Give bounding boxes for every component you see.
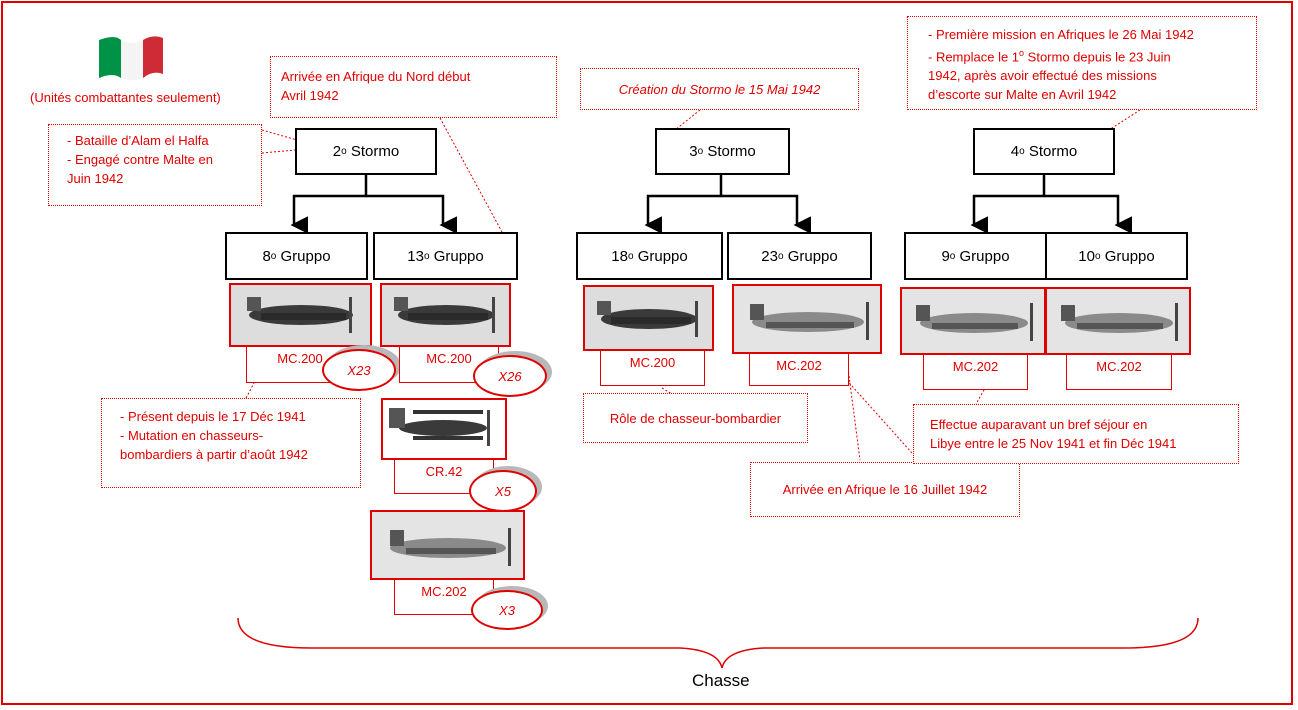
note-8-gruppo-line2: - Mutation en chasseurs- — [120, 428, 264, 443]
aircraft-photo-mc202 — [900, 287, 1046, 355]
note-2-stormo-line3: Juin 1942 — [67, 171, 124, 186]
aircraft-photo-mc200 — [229, 283, 372, 347]
aircraft-label-18: MC.200 — [600, 350, 705, 386]
note-2-stormo-line1: - Bataille d’Alam el Halfa — [67, 133, 209, 148]
arrow-4-10 — [1044, 194, 1132, 234]
aircraft-photo-mc202 — [1045, 287, 1191, 355]
aircraft-label-10: MC.202 — [1066, 354, 1172, 390]
gruppo-10-num: 10 — [1078, 247, 1095, 265]
stormo-2-suffix: Stormo — [350, 143, 400, 160]
count-oval-13a: X26 — [473, 355, 547, 397]
gruppo-9-suffix: Gruppo — [959, 247, 1010, 265]
callout-13gruppo — [439, 117, 503, 233]
arrow-2-8 — [290, 174, 368, 234]
note-23-gruppo: Arrivée en Afrique le 16 Juillet 1942 — [750, 462, 1020, 517]
stormo-2-num: 2 — [332, 143, 342, 160]
note-9-gruppo-line1: Effectue auparavant un bref séjour en — [930, 417, 1148, 432]
note-3-stormo: Création du Stormo le 15 Mai 1942 — [580, 68, 859, 110]
chasse-brace — [237, 617, 1199, 669]
note-4-stormo-line2-post: Stormo depuis le 23 Juin — [1024, 49, 1171, 65]
stormo-4-suffix: Stormo — [1028, 143, 1078, 160]
aircraft-label-9: MC.202 — [923, 354, 1028, 390]
note-13-gruppo-line2: Avril 1942 — [281, 88, 339, 103]
count-oval-8: X23 — [322, 349, 396, 391]
aircraft-photo-cr42 — [381, 398, 507, 460]
stormo-3-num: 3 — [689, 143, 698, 160]
note-4-stormo-line3: 1942, après avoir effectué des missions — [928, 68, 1157, 84]
gruppo-18-suffix: Gruppo — [637, 247, 688, 265]
arrow-2-13 — [366, 194, 457, 234]
note-9-gruppo-line2: Libye entre le 25 Nov 1941 et fin Déc 19… — [930, 436, 1177, 451]
italian-flag-icon — [99, 36, 163, 80]
gruppo-23-suffix: Gruppo — [787, 247, 838, 265]
note-9-gruppo: Effectue auparavant un bref séjour en Li… — [913, 404, 1239, 464]
aircraft-label-23: MC.202 — [749, 353, 849, 386]
note-8-gruppo-line3: bombardiers à partir d’août 1942 — [120, 447, 308, 462]
note-8-gruppo: - Présent depuis le 17 Déc 1941 - Mutati… — [101, 398, 361, 488]
gruppo-23-num: 23 — [761, 247, 778, 265]
chasse-label: Chasse — [692, 671, 750, 690]
aircraft-photo-mc202 — [370, 510, 525, 580]
note-13-gruppo-line1: Arrivée en Afrique du Nord début — [281, 69, 471, 84]
note-18-gruppo: Rôle de chasseur-bombardier — [583, 393, 808, 443]
note-4-stormo-line2-pre: - Remplace le 1 — [928, 49, 1020, 65]
note-4-stormo-line1: - Première mission en Afriques le 26 Mai… — [928, 27, 1194, 42]
gruppo-18-num: 18 — [611, 247, 628, 265]
gruppo-8-num: 8 — [262, 247, 271, 265]
aircraft-photo-mc202 — [732, 284, 882, 354]
callout-3stormo — [674, 109, 701, 131]
note-23-gruppo-text: Arrivée en Afrique le 16 Juillet 1942 — [782, 482, 988, 497]
gruppo-10-suffix: Gruppo — [1104, 247, 1155, 265]
note-2-stormo: - Bataille d’Alam el Halfa - Engagé cont… — [48, 124, 262, 206]
gruppo-13-num: 13 — [407, 247, 424, 265]
note-8-gruppo-line1: - Présent depuis le 17 Déc 1941 — [120, 409, 306, 424]
aircraft-photo-mc200 — [380, 283, 511, 347]
gruppo-8-suffix: Gruppo — [280, 247, 331, 265]
gruppo-9-num: 9 — [941, 247, 950, 265]
legend-text: (Unités combattantes seulement) — [30, 90, 221, 105]
stormo-4-num: 4 — [1010, 143, 1020, 160]
note-18-gruppo-text: Rôle de chasseur-bombardier — [609, 410, 782, 426]
callout-23gruppo — [843, 376, 921, 463]
count-oval-13b: X5 — [469, 470, 537, 512]
arrow-3-23 — [721, 194, 811, 234]
count-oval-13c: X3 — [471, 590, 543, 630]
arrow-4-9 — [970, 174, 1046, 234]
note-2-stormo-line2: - Engagé contre Malte en — [67, 152, 213, 167]
note-4-stormo: - Première mission en Afriques le 26 Mai… — [907, 16, 1257, 110]
note-3-stormo-text: Création du Stormo le 15 Mai 1942 — [618, 81, 821, 97]
note-4-stormo-line4: d’escorte sur Malte en Avril 1942 — [928, 87, 1117, 103]
note-4-stormo-line2-sup: o — [1019, 48, 1025, 58]
arrow-3-18 — [644, 174, 723, 234]
stormo-3-suffix: Stormo — [707, 143, 756, 160]
aircraft-photo-mc200 — [583, 285, 714, 351]
note-13-gruppo: Arrivée en Afrique du Nord début Avril 1… — [270, 56, 557, 118]
gruppo-13-suffix: Gruppo — [433, 247, 484, 265]
